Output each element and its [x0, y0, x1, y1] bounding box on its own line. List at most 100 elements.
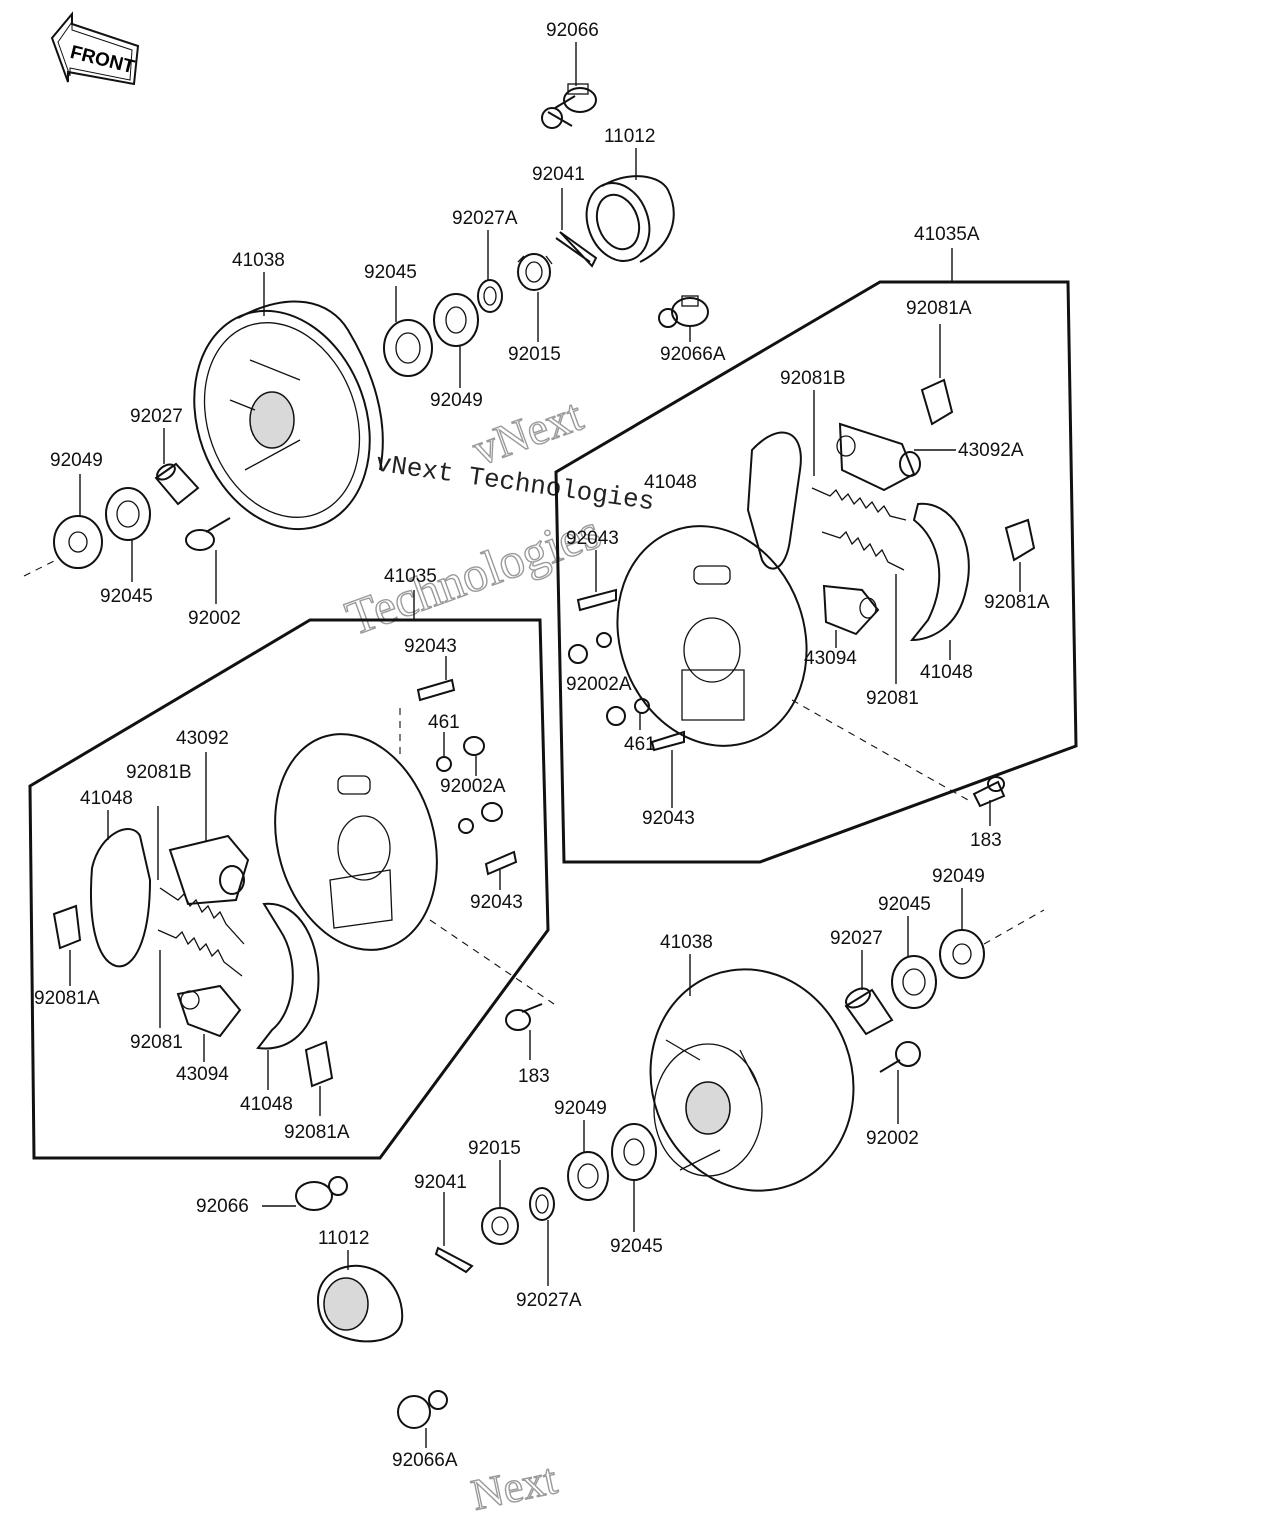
callout-92081A-la-left: 92081A	[34, 988, 100, 1009]
part-41038-drum-top	[193, 300, 384, 531]
callout-92045-top: 92045	[364, 262, 417, 283]
part-92043-bolt-left-top	[416, 678, 456, 702]
callout-92043-ra-bottom: 92043	[642, 808, 695, 829]
part-92027A-top	[477, 279, 503, 313]
part-92015-bottom	[481, 1207, 519, 1245]
part-43094-adjuster	[822, 584, 880, 636]
callout-41038-top: 41038	[232, 250, 285, 271]
callout-92066A-top: 92066A	[660, 344, 726, 365]
part-92015-top	[517, 253, 553, 291]
callout-41035A: 41035A	[914, 224, 980, 245]
callout-92027A-top: 92027A	[452, 208, 518, 229]
callout-41048-ra-top: 41048	[644, 472, 697, 493]
part-41048-shoe-lower	[909, 502, 970, 642]
part-41048-shoe-left-b	[256, 902, 320, 1050]
part-41035A-backing-plate	[616, 525, 808, 747]
part-43094-adjuster-left	[176, 984, 242, 1038]
callout-11012-top: 11012	[604, 126, 655, 147]
callout-92045-top-left: 92045	[100, 586, 153, 607]
watermark-line2: Technologies	[339, 503, 608, 647]
assembly-41035A-frame	[554, 280, 1078, 864]
part-92066-top	[541, 83, 597, 129]
part-11012-bottom	[316, 1264, 404, 1343]
callout-92045-bottom-right: 92045	[878, 894, 931, 915]
callout-92081A-la-bottom: 92081A	[284, 1122, 350, 1143]
callout-92027-top: 92027	[130, 406, 183, 427]
callout-43092: 43092	[176, 728, 229, 749]
front-arrow-icon: FRONT	[50, 11, 140, 86]
callout-92041-bottom: 92041	[414, 1172, 467, 1193]
part-92045-top-bearing	[383, 319, 433, 377]
callout-92002-top: 92002	[188, 608, 241, 629]
callout-92049-bottom-right: 92049	[932, 866, 985, 887]
part-92081A-clip-top	[920, 378, 954, 426]
callout-41048-la-top: 41048	[80, 788, 133, 809]
watermark-bottom: Next	[467, 1454, 561, 1520]
callout-92081A-ra-top: 92081A	[906, 298, 972, 319]
callout-92027-bottom: 92027	[830, 928, 883, 949]
callout-92066-bottom: 92066	[196, 1196, 249, 1217]
part-92002-top	[185, 517, 231, 551]
callout-92081-la: 92081	[130, 1032, 183, 1053]
part-92045-bearing-bottom-right	[891, 955, 937, 1009]
part-183-left	[505, 1003, 543, 1031]
callout-92002-bottom: 92002	[866, 1128, 919, 1149]
callout-92027A-bottom: 92027A	[516, 1290, 582, 1311]
callout-183-left: 183	[518, 1066, 550, 1087]
part-92081B-spring-left	[159, 887, 245, 945]
callout-92049-top-left: 92049	[50, 450, 103, 471]
part-92066-bottom	[295, 1176, 348, 1211]
part-461-right	[596, 632, 650, 714]
part-41038-drum-bottom	[649, 968, 855, 1192]
part-41035-backing-plate	[274, 733, 438, 951]
part-92002A-left	[463, 736, 503, 822]
callout-92015-top: 92015	[508, 344, 561, 365]
part-92045-left-bearing	[105, 487, 151, 541]
part-92081B-spring	[811, 487, 907, 521]
callout-92041-top: 92041	[532, 164, 585, 185]
part-41048-shoe-upper	[746, 431, 802, 570]
callout-92043-la-right: 92043	[470, 892, 523, 913]
callout-41048-la-bottom: 41048	[240, 1094, 293, 1115]
watermark: vNext vNext Technologies Technologies Ne…	[338, 388, 656, 1520]
callout-92049-top-mid: 92049	[430, 390, 483, 411]
callout-92002A-la: 92002A	[440, 776, 506, 797]
part-43092-wheel-cylinder	[168, 834, 250, 906]
part-92049-left-seal	[53, 515, 103, 569]
callout-41048-ra-bottom: 41048	[920, 662, 973, 683]
callout-43092A: 43092A	[958, 440, 1024, 461]
callout-461-la: 461	[428, 712, 460, 733]
part-41048-shoe-left-a	[90, 828, 152, 968]
part-92066A-top	[658, 295, 709, 328]
part-92045-bearing-bottom-mid	[611, 1123, 657, 1181]
assembly-41035-frame	[28, 618, 550, 1160]
callout-43094-la: 43094	[176, 1064, 229, 1085]
part-92027-top	[154, 462, 200, 506]
callout-labels: 92066 11012 92041 92027A 92045 41038 920…	[34, 20, 1050, 1471]
part-461-left	[436, 756, 474, 834]
callout-92066-top: 92066	[546, 20, 599, 41]
part-92043-bolt-left-right	[484, 850, 518, 876]
part-92066A-bottom	[397, 1390, 448, 1429]
callout-92081A-ra-right: 92081A	[984, 592, 1050, 613]
part-92049-seal-bottom-right	[939, 929, 985, 979]
callout-92081-ra: 92081	[866, 688, 919, 709]
part-183-right	[972, 776, 1006, 808]
callout-92043-ra-top: 92043	[566, 528, 619, 549]
part-92027-bottom	[844, 987, 894, 1036]
callout-183-right: 183	[970, 830, 1002, 851]
callout-92081B-la: 92081B	[126, 762, 192, 783]
part-92049-top-seal	[433, 293, 479, 347]
part-92002A-right	[568, 644, 626, 726]
part-92043-bolt-lower	[650, 730, 685, 752]
callout-92066A-bottom: 92066A	[392, 1450, 458, 1471]
callout-461-ra: 461	[624, 734, 656, 755]
callout-92043-la-top: 92043	[404, 636, 457, 657]
part-92049-seal-bottom-mid	[567, 1151, 609, 1201]
callout-11012-bottom: 11012	[318, 1228, 369, 1249]
part-43092A-wheel-cylinder	[836, 422, 921, 492]
part-11012-top	[585, 175, 675, 263]
part-92081-spring-left	[157, 929, 243, 977]
part-92041-bottom	[434, 1246, 474, 1274]
